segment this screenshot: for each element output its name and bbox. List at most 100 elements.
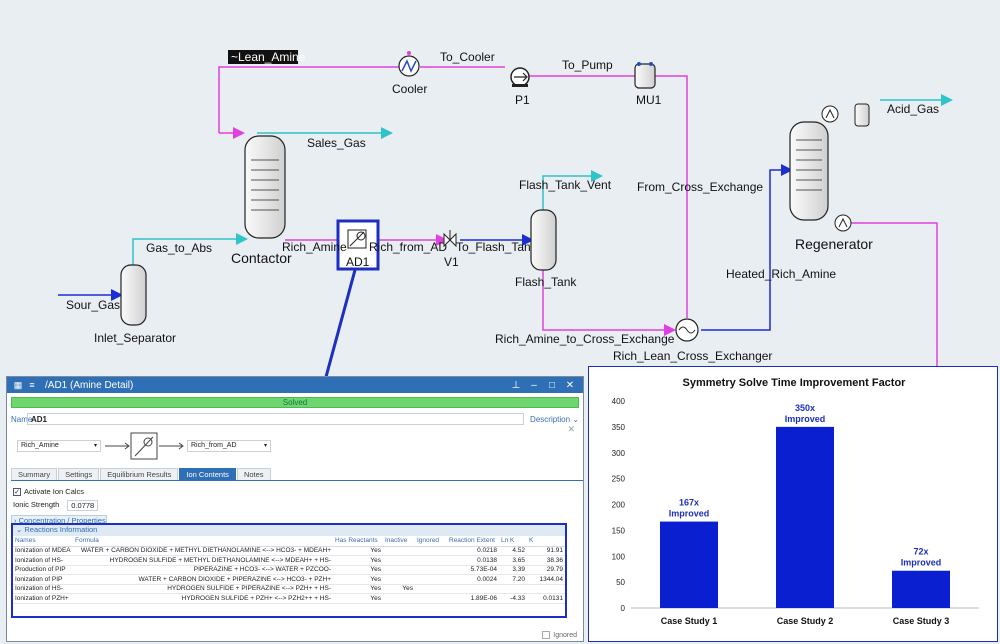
cell-has-reactants: Yes: [333, 565, 383, 575]
panel-close-icon[interactable]: ✕: [567, 424, 575, 434]
ignored-checkbox[interactable]: [542, 631, 551, 639]
tab-notes[interactable]: Notes: [236, 468, 271, 480]
cell-k: [527, 584, 565, 594]
maximize-icon[interactable]: □: [548, 379, 556, 391]
cooler-unit[interactable]: [398, 51, 420, 77]
column-header-reaction-extent[interactable]: Reaction Extent: [447, 536, 499, 547]
column-header-ignored[interactable]: Ignored: [415, 536, 447, 547]
cell-formula: HYDROGEN SULFIDE + METHYL DIETHANOLAMINE…: [73, 555, 333, 566]
inlet-stream-value: Rich_Amine: [21, 442, 59, 449]
minimize-icon[interactable]: –: [531, 379, 537, 391]
cell-k: 0.0131: [527, 593, 565, 604]
cell-ln-k: [499, 584, 527, 594]
table-row[interactable]: Ionization of HS-HYDROGEN SULFIDE + METH…: [13, 555, 565, 566]
sour-gas-label: Sour_Gas: [66, 298, 120, 312]
ionic-strength-value: 0.0778: [67, 500, 99, 511]
cell-inactive: [383, 565, 415, 575]
tab-settings[interactable]: Settings: [58, 468, 100, 480]
cell-ignored: [415, 555, 447, 566]
cell-names: Ionization of HS-: [13, 555, 73, 566]
to-cooler-label: To_Cooler: [440, 50, 495, 64]
inlet-separator-vessel[interactable]: [120, 264, 147, 326]
cell-formula: PIPERAZINE + HCO3- <--> WATER + PZCOO-: [73, 565, 333, 575]
column-header-names[interactable]: Names: [13, 536, 73, 547]
chevron-down-icon: ▾: [93, 443, 97, 449]
cell-reaction-extent: 0.0024: [447, 574, 499, 585]
makeup-label: MU1: [636, 93, 662, 107]
x-tick-label: Case Study 3: [893, 616, 950, 626]
ignored-label: Ignored: [553, 631, 577, 639]
outlet-stream-select[interactable]: Rich_from_AD▾: [187, 440, 271, 452]
tab-ion-contents[interactable]: Ion Contents: [179, 468, 236, 480]
amine-detail-unit[interactable]: [336, 219, 380, 271]
pin-icon[interactable]: ⊥: [511, 379, 521, 391]
pump-icon[interactable]: [510, 67, 530, 87]
cell-names: Ionization of PIP: [13, 574, 73, 585]
to-pump-label: To_Pump: [562, 58, 613, 72]
name-field[interactable]: AD1: [27, 413, 525, 425]
activate-ion-label: Activate Ion Calcs: [24, 487, 85, 496]
cell-names: Production of PIP: [13, 565, 73, 575]
flash-tank-vent-label: Flash_Tank_Vent: [519, 178, 612, 192]
cell-has-reactants: Yes: [333, 555, 383, 566]
name-label: Name: [11, 414, 33, 424]
rich-amine-to-cross-label: Rich_Amine_to_Cross_Exchange: [495, 332, 675, 346]
reactions-header[interactable]: ⌄ Reactions Information: [13, 525, 565, 536]
data-label-value: 72x: [913, 547, 928, 557]
tab-bar: Summary Settings Equilibrium Results Ion…: [11, 468, 583, 481]
column-header-ln-k[interactable]: Ln K: [499, 536, 527, 547]
data-label-suffix: Improved: [669, 509, 710, 519]
activate-ion-checkbox[interactable]: ✓: [13, 487, 21, 496]
chart-title: Symmetry Solve Time Improvement Factor: [683, 377, 907, 389]
contactor-label: Contactor: [231, 250, 292, 266]
makeup-icon[interactable]: [634, 62, 656, 89]
lean-amine-label: ~Lean_Amine: [231, 50, 306, 64]
table-row[interactable]: Ionization of PZH+HYDROGEN SULFIDE + PZH…: [13, 593, 565, 604]
inlet-stream-select[interactable]: Rich_Amine ▾: [17, 440, 101, 452]
cell-reaction-extent: 5.73E-04: [447, 565, 499, 575]
cross-exchanger-icon[interactable]: [675, 318, 699, 342]
close-icon[interactable]: ✕: [565, 379, 575, 391]
contactor-column[interactable]: [244, 135, 286, 239]
valve-icon[interactable]: [443, 230, 457, 248]
flash-tank-vessel[interactable]: [530, 209, 557, 271]
y-tick-label: 250: [612, 475, 626, 484]
table-row[interactable]: Ionization of HS-HYDROGEN SULFIDE + PIPE…: [13, 584, 565, 594]
column-header-has-reactants[interactable]: Has Reactants: [333, 536, 383, 547]
y-tick-label: 200: [612, 501, 626, 510]
cell-formula: WATER + CARBON DIOXIDE + METHYL DIETHANO…: [73, 546, 333, 556]
menu-icon[interactable]: ≡: [29, 380, 35, 390]
y-tick-label: 400: [612, 397, 626, 406]
rich-amine-label: Rich_Amine: [282, 240, 347, 254]
tab-summary[interactable]: Summary: [11, 468, 58, 480]
amine-detail-icon: [105, 432, 184, 460]
inlet-separator-label: Inlet_Separator: [94, 331, 176, 345]
cell-reaction-extent: 0.0138: [447, 555, 499, 566]
bar: [776, 426, 834, 608]
description-link[interactable]: Description ⌄: [530, 414, 579, 424]
data-label-value: 350x: [795, 403, 815, 413]
column-header-k[interactable]: K: [527, 536, 565, 547]
tab-equilibrium-results[interactable]: Equilibrium Results: [100, 468, 179, 480]
window-titlebar[interactable]: ▦ ≡ /AD1 (Amine Detail) ⊥ – □ ✕: [7, 377, 583, 393]
amine-detail-window[interactable]: ▦ ≡ /AD1 (Amine Detail) ⊥ – □ ✕ Solved N…: [6, 376, 584, 642]
sales-gas-label: Sales_Gas: [307, 136, 366, 150]
y-tick-label: 300: [612, 449, 626, 458]
cell-k: 1344.04: [527, 574, 565, 585]
column-header-formula[interactable]: Formula: [73, 536, 333, 547]
cell-inactive: [383, 546, 415, 556]
pump-label: P1: [515, 93, 530, 107]
gas-to-abs-label: Gas_to_Abs: [146, 241, 212, 255]
y-tick-label: 350: [612, 423, 626, 432]
grid-icon[interactable]: ▦: [13, 379, 23, 390]
bar: [892, 570, 950, 608]
cell-has-reactants: Yes: [333, 574, 383, 585]
regenerator-column[interactable]: [789, 103, 870, 232]
cell-ln-k: 3.39: [499, 565, 527, 575]
column-header-inactive[interactable]: Inactive: [383, 536, 415, 547]
